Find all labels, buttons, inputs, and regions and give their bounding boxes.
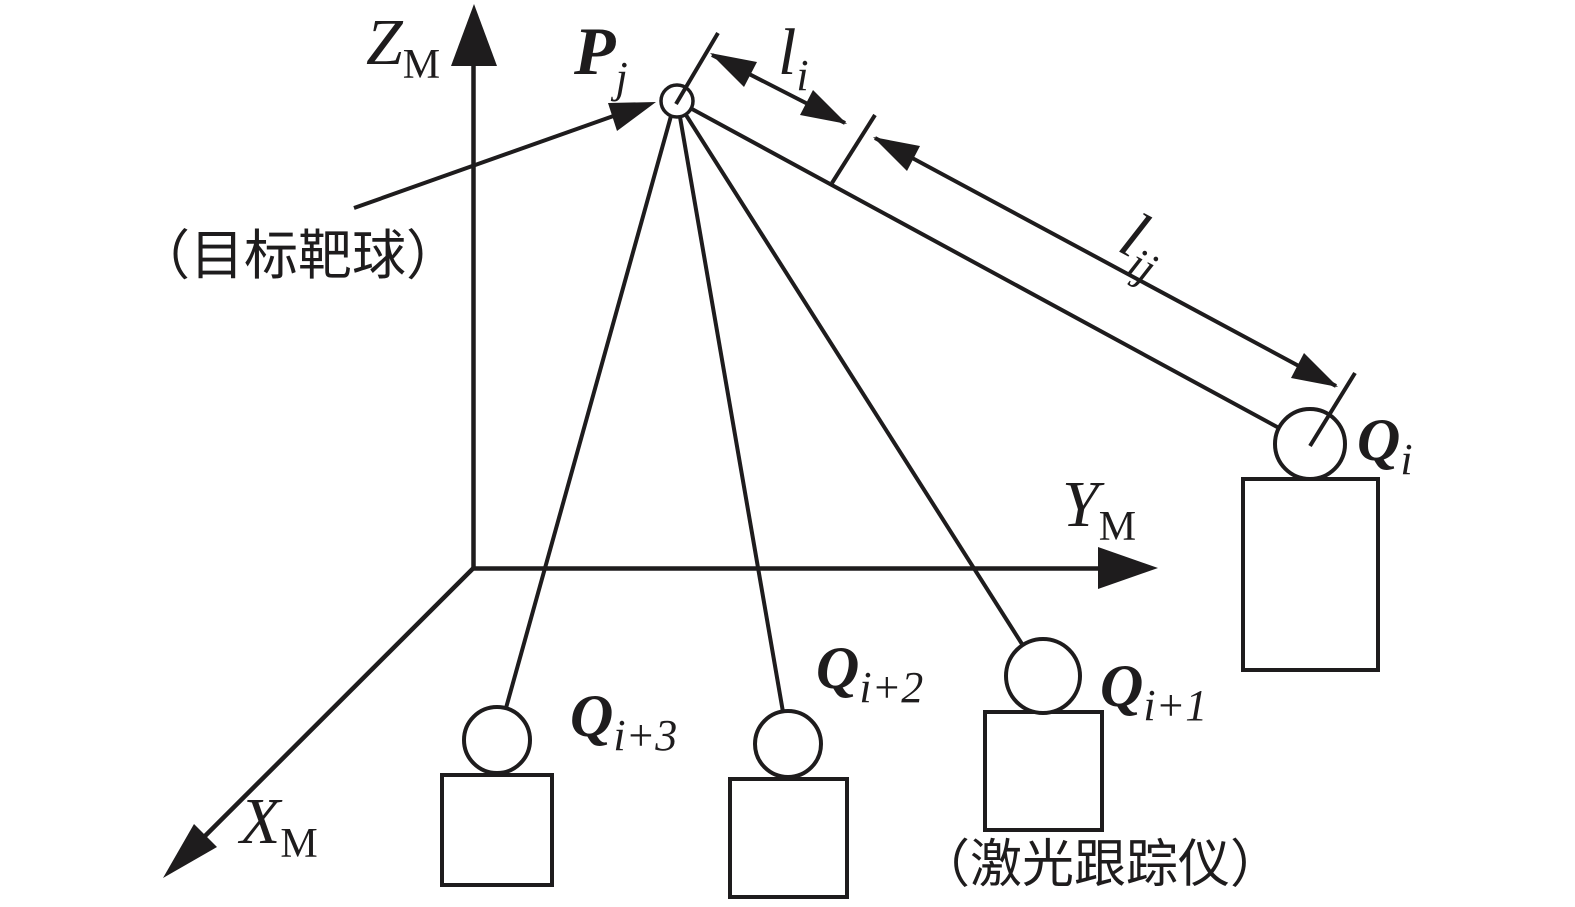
target-callout-line xyxy=(353,106,637,210)
dim-li-label: li xyxy=(778,16,809,100)
tracker-qi3-body xyxy=(440,773,554,887)
tracker-qi: Qi xyxy=(1241,371,1413,672)
tracker-annotation: （激光跟踪仪） xyxy=(918,837,1282,894)
tracker-qi-label-main: Q xyxy=(1357,407,1400,473)
dim-lij-label: lij xyxy=(1104,199,1181,293)
axis-z-label: ZM xyxy=(366,6,440,88)
axis-x-line xyxy=(194,566,476,847)
axis-z-label-main: Z xyxy=(366,6,404,79)
tracker-qi3-label-main: Q xyxy=(570,683,613,749)
axis-x-arrowhead xyxy=(163,824,217,878)
tracker-qi1: Qi+1 xyxy=(983,637,1207,832)
tracker-qi3-label: Qi+3 xyxy=(570,683,677,760)
axis-y-label-main: Y xyxy=(1062,468,1105,541)
tracker-qi2-label: Qi+2 xyxy=(816,635,923,712)
point-p-label: Pj xyxy=(573,13,628,102)
axis-y: YM xyxy=(473,468,1158,589)
dim-lij-line xyxy=(874,136,1337,388)
target-annotation: （目标靶球） xyxy=(136,226,460,286)
tracker-qi3-head xyxy=(462,705,532,775)
dim-mid-tick xyxy=(830,113,877,185)
dimension-lij: lij xyxy=(873,136,1338,388)
dim-li-label-sub: i xyxy=(796,51,808,100)
axis-x-label: XM xyxy=(237,785,318,867)
axis-x-label-main: X xyxy=(237,785,283,858)
point-p-label-main: P xyxy=(573,13,616,89)
axis-x: XM xyxy=(163,566,476,878)
tracker-qi2-label-main: Q xyxy=(816,635,859,701)
beam-to-qi3 xyxy=(504,115,673,709)
dim-li-arrowhead-left xyxy=(710,53,757,87)
tracker-qi2: Qi+2 xyxy=(728,635,923,899)
axis-z: ZM xyxy=(366,4,497,570)
point-p-label-sub: j xyxy=(611,53,628,102)
tracker-qi1-head xyxy=(1004,637,1082,715)
tracker-qi1-label-sub: i+1 xyxy=(1143,681,1207,730)
tracker-qi2-body xyxy=(728,777,849,899)
tracker-qi-tick xyxy=(1308,371,1357,448)
beam-to-qi2 xyxy=(678,116,785,713)
axis-y-arrowhead xyxy=(1098,547,1158,589)
dim-li-arrowhead-right xyxy=(800,90,847,124)
axis-z-arrowhead xyxy=(451,4,497,66)
tracker-qi1-label: Qi+1 xyxy=(1100,653,1207,730)
tracker-qi2-head xyxy=(753,709,823,779)
beam-to-qi xyxy=(691,107,1280,430)
target-callout-arrowhead xyxy=(608,102,656,131)
axis-z-label-sub: M xyxy=(403,42,440,88)
dim-lij-arrowhead-right xyxy=(1291,353,1338,387)
tracker-qi-label-sub: i xyxy=(1400,435,1412,484)
axis-y-label: YM xyxy=(1062,468,1136,550)
tracker-qi2-label-sub: i+2 xyxy=(859,663,923,712)
tracker-qi1-body xyxy=(983,710,1104,832)
beam-to-qi1 xyxy=(684,113,1024,646)
dimension-li: li xyxy=(710,16,877,185)
axis-x-label-sub: M xyxy=(280,821,317,867)
tracker-qi3-label-sub: i+3 xyxy=(613,711,677,760)
dim-li-label-main: l xyxy=(778,16,796,89)
axis-y-label-sub: M xyxy=(1099,504,1136,550)
tracker-qi1-label-main: Q xyxy=(1100,653,1143,719)
measurement-beams xyxy=(504,107,1280,713)
target-ball-tick xyxy=(674,31,720,106)
dim-lij-arrowhead-left xyxy=(873,137,920,171)
tracker-qi3: Qi+3 xyxy=(440,683,677,887)
target-ball: Pj （目标靶球） xyxy=(136,13,720,286)
tracker-qi-label: Qi xyxy=(1357,407,1413,484)
tracker-qi-body xyxy=(1241,477,1380,672)
